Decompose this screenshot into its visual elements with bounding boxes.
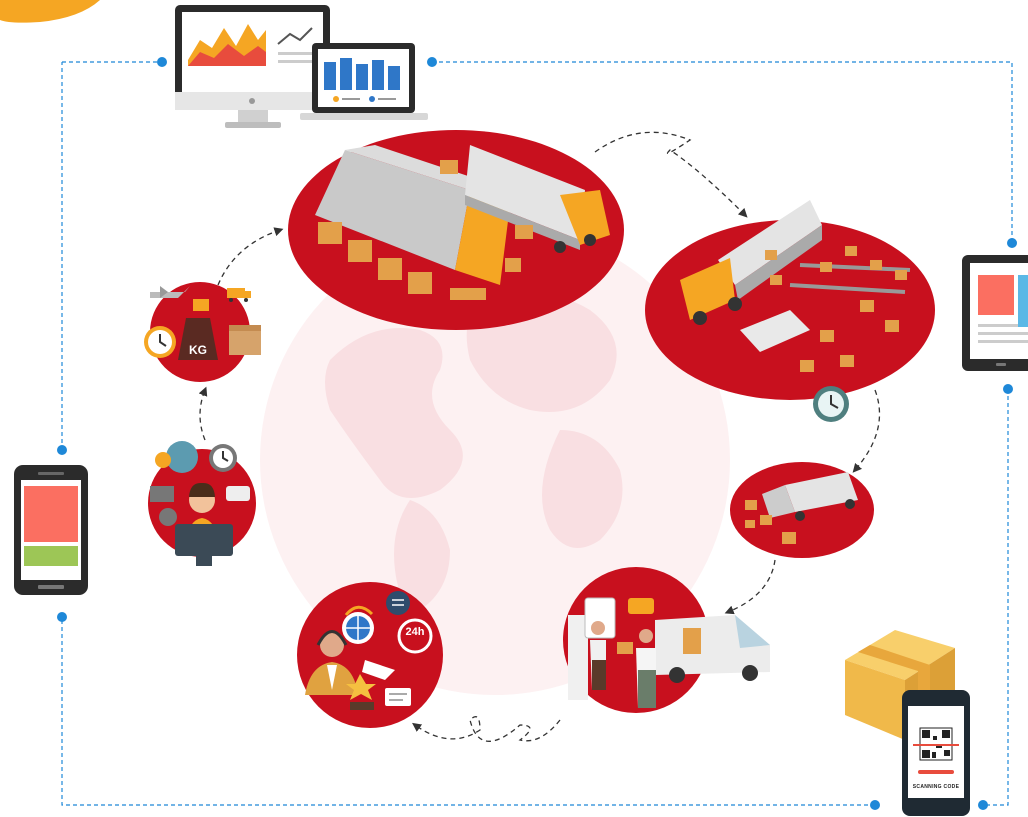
stage-unloading-sorting <box>645 200 935 422</box>
truck-unloading-sorting-icon <box>680 200 911 372</box>
customer-support-agent-icon <box>150 441 250 566</box>
stage-door-delivery <box>563 567 770 713</box>
smartphone-icon <box>14 465 88 595</box>
hours-24h-label: 24h <box>405 626 425 638</box>
device-connection-frame <box>61 61 1013 806</box>
process-flow-arrows <box>198 131 881 742</box>
customer-service-award-icon <box>305 591 433 710</box>
stage-customer-service <box>297 582 443 728</box>
qr-scanner-phone-icon <box>902 690 970 816</box>
air-freight-weight-icon <box>144 286 261 360</box>
qr-scanning-caption: SCANNING CODE <box>912 784 960 790</box>
warehouse-truck-icon <box>315 145 610 300</box>
stage-warehouse-truck <box>288 130 624 330</box>
van-parcel-loading-icon <box>745 472 858 544</box>
tablet-icon <box>962 255 1028 371</box>
frame-nodes <box>57 57 1017 810</box>
desktop-monitor-icon <box>175 5 330 128</box>
clock-icon <box>813 386 849 422</box>
stage-customer-support <box>148 441 256 566</box>
door-delivery-icon <box>568 597 770 708</box>
laptop-icon <box>300 43 428 120</box>
weight-kg-label: KG <box>189 343 207 357</box>
corner-accent <box>0 0 100 23</box>
stage-van-loading <box>730 462 874 558</box>
stage-air-freight <box>144 282 261 382</box>
